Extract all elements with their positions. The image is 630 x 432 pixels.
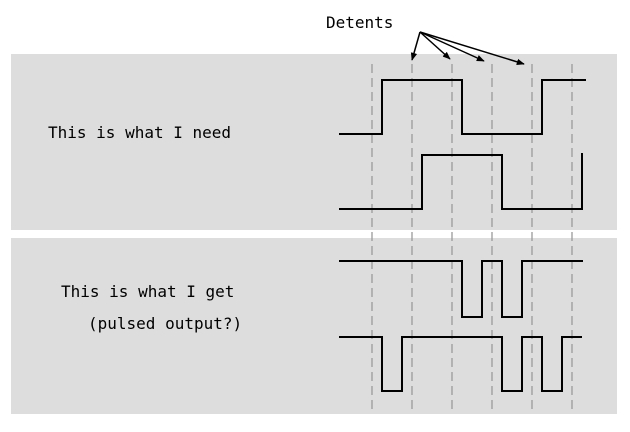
panel-need: [11, 54, 617, 230]
need-waveform-a: [339, 79, 586, 135]
arrow: [410, 31, 421, 61]
get-label-line-1: This is what I get: [61, 282, 234, 301]
arrow: [419, 31, 485, 62]
get-label-line-2: (pulsed output?): [88, 314, 242, 333]
get-waveform-b: [339, 336, 582, 392]
detent-arrows: [410, 31, 525, 65]
arrow: [419, 31, 525, 65]
detents-title: Detents: [326, 13, 393, 32]
need-label: This is what I need: [48, 123, 231, 142]
need-waveform-b: [339, 153, 583, 210]
detent-lines: [371, 64, 573, 412]
panel-get: [11, 238, 617, 414]
arrow: [419, 31, 451, 60]
get-waveform-a: [339, 260, 583, 318]
